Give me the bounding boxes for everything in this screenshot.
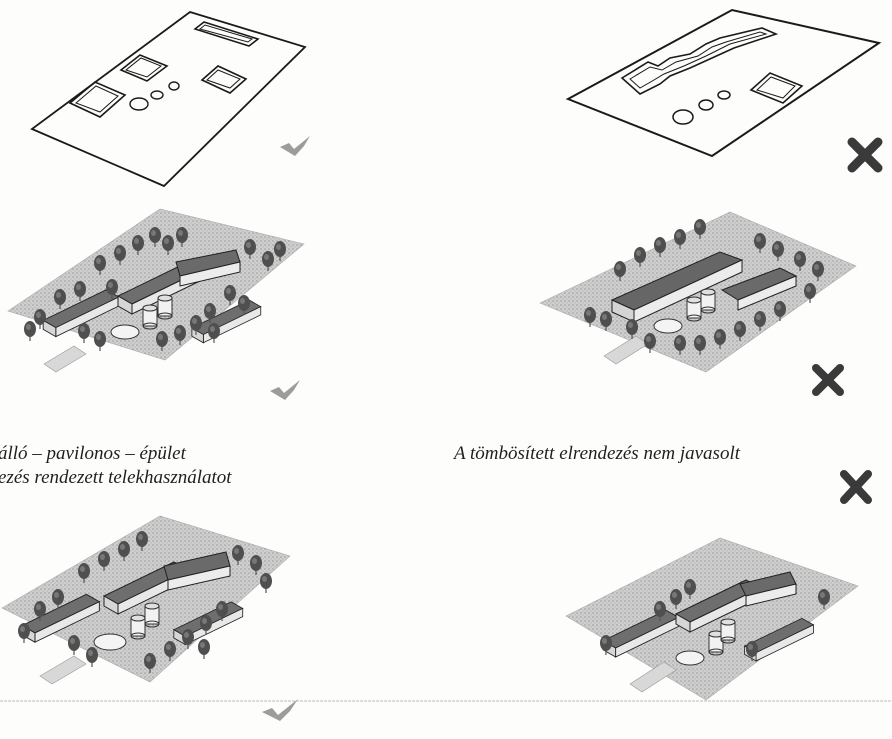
aerial-block-bottom <box>566 538 858 700</box>
cross-icon <box>852 142 878 168</box>
caption-pavilion-line-2: ezés rendezett telekhasználatot <box>0 466 232 490</box>
plan-block <box>568 10 879 156</box>
aerial-pavilion-top <box>8 209 304 372</box>
checkmark-icon <box>270 380 300 400</box>
plan-pavilion <box>32 12 305 186</box>
cross-icon <box>844 474 868 500</box>
aerial-block-top <box>540 212 856 372</box>
aerial-pavilion-bottom <box>2 516 290 684</box>
caption-pavilion-line-1: álló – pavilonos – épület <box>0 442 186 466</box>
checkmark-icon <box>262 699 298 721</box>
caption-block: A tömbösített elrendezés nem javasolt <box>454 442 740 466</box>
cross-icon <box>816 368 840 392</box>
checkmark-icon <box>280 136 310 156</box>
